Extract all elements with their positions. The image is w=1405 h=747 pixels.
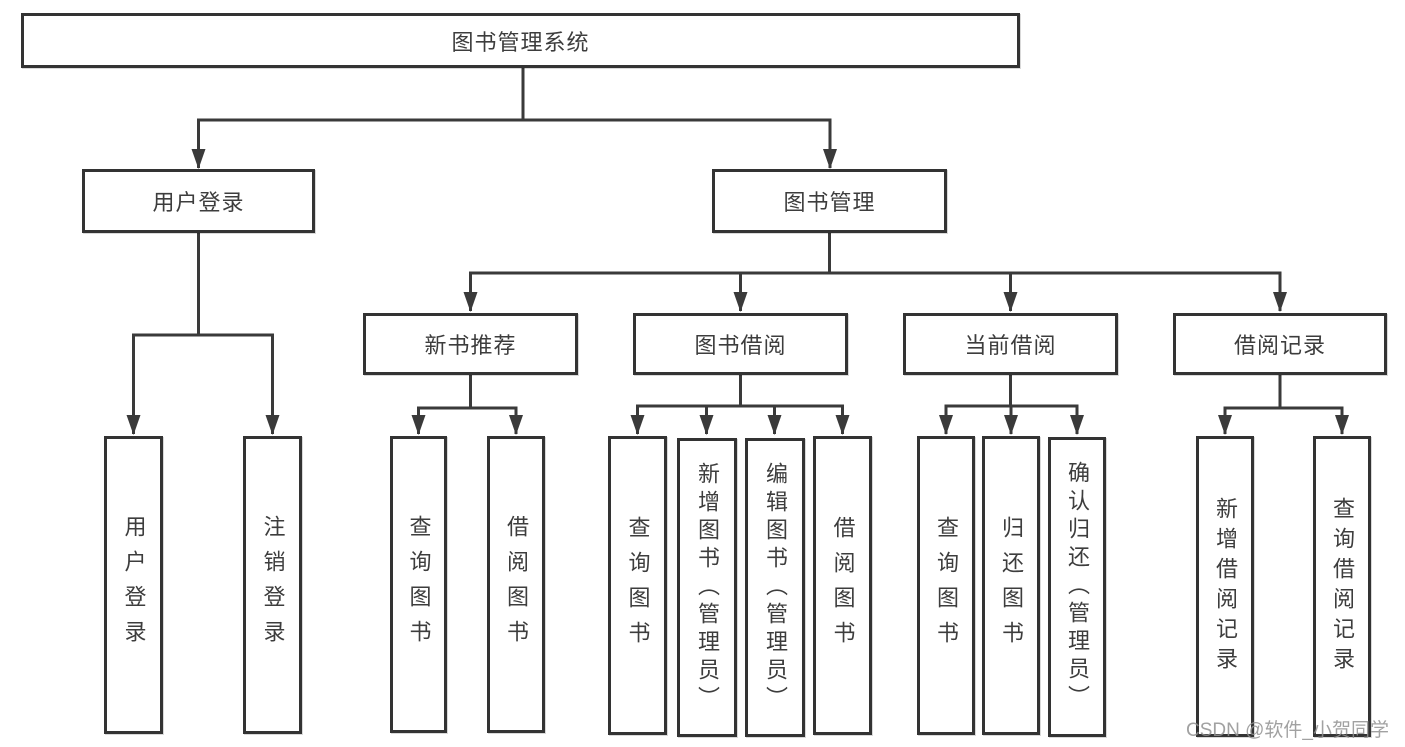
node-leaf-edit-books-admin: 编辑图书（管理员）	[745, 438, 805, 737]
node-library-system-label: 图书管理系统	[451, 29, 590, 55]
node-leaf-return-books: 归还图书	[982, 436, 1040, 735]
node-book-management-label: 图书管理	[783, 190, 876, 215]
node-leaf-query-books-current: 查询图书	[917, 436, 975, 735]
node-library-system: 图书管理系统	[21, 13, 1020, 68]
node-leaf-logout: 注销登录	[243, 436, 302, 734]
node-leaf-user-login: 用户登录	[104, 436, 163, 734]
node-leaf-query-books-current-label: 查询图书	[934, 515, 959, 656]
node-leaf-add-borrow-record: 新增借阅记录	[1196, 436, 1254, 737]
node-leaf-return-books-label: 归还图书	[999, 515, 1024, 656]
node-leaf-user-login-label: 用户登录	[121, 515, 147, 655]
node-book-borrowing: 图书借阅	[633, 313, 848, 375]
node-current-borrowing-label: 当前借阅	[964, 333, 1057, 358]
node-leaf-confirm-return-admin: 确认归还（管理员）	[1048, 437, 1106, 737]
node-leaf-borrow-books-recommend-label: 借阅图书	[504, 514, 529, 655]
node-leaf-query-books-borrowing: 查询图书	[608, 436, 667, 735]
watermark: CSDN @软件_小贺同学	[1186, 720, 1389, 741]
node-book-borrowing-label: 图书借阅	[694, 333, 787, 358]
node-leaf-add-books-admin-label: 新增图书（管理员）	[695, 461, 720, 714]
node-leaf-query-borrow-record-label: 查询借阅记录	[1330, 496, 1355, 677]
node-leaf-query-borrow-record: 查询借阅记录	[1313, 436, 1371, 737]
node-leaf-borrow-books-borrowing-label: 借阅图书	[830, 515, 856, 656]
node-new-book-recommendation: 新书推荐	[363, 313, 578, 375]
node-leaf-query-books-recommend-label: 查询图书	[406, 514, 432, 655]
node-leaf-add-books-admin: 新增图书（管理员）	[677, 438, 737, 737]
node-leaf-add-borrow-record-label: 新增借阅记录	[1213, 496, 1238, 677]
node-borrowing-records-label: 借阅记录	[1233, 333, 1326, 358]
node-leaf-borrow-books-borrowing: 借阅图书	[813, 436, 872, 735]
node-leaf-confirm-return-admin-label: 确认归还（管理员）	[1065, 461, 1090, 713]
node-leaf-logout-label: 注销登录	[260, 515, 286, 655]
node-user-login-label: 用户登录	[152, 190, 245, 215]
node-user-login: 用户登录	[82, 169, 315, 233]
node-book-management: 图书管理	[712, 169, 947, 233]
node-leaf-query-books-borrowing-label: 查询图书	[625, 515, 651, 656]
node-current-borrowing: 当前借阅	[903, 313, 1118, 375]
node-leaf-borrow-books-recommend: 借阅图书	[487, 436, 545, 733]
node-new-book-recommendation-label: 新书推荐	[424, 333, 517, 358]
node-leaf-edit-books-admin-label: 编辑图书（管理员）	[763, 461, 788, 714]
node-borrowing-records: 借阅记录	[1173, 313, 1387, 375]
node-leaf-query-books-recommend: 查询图书	[390, 436, 447, 733]
